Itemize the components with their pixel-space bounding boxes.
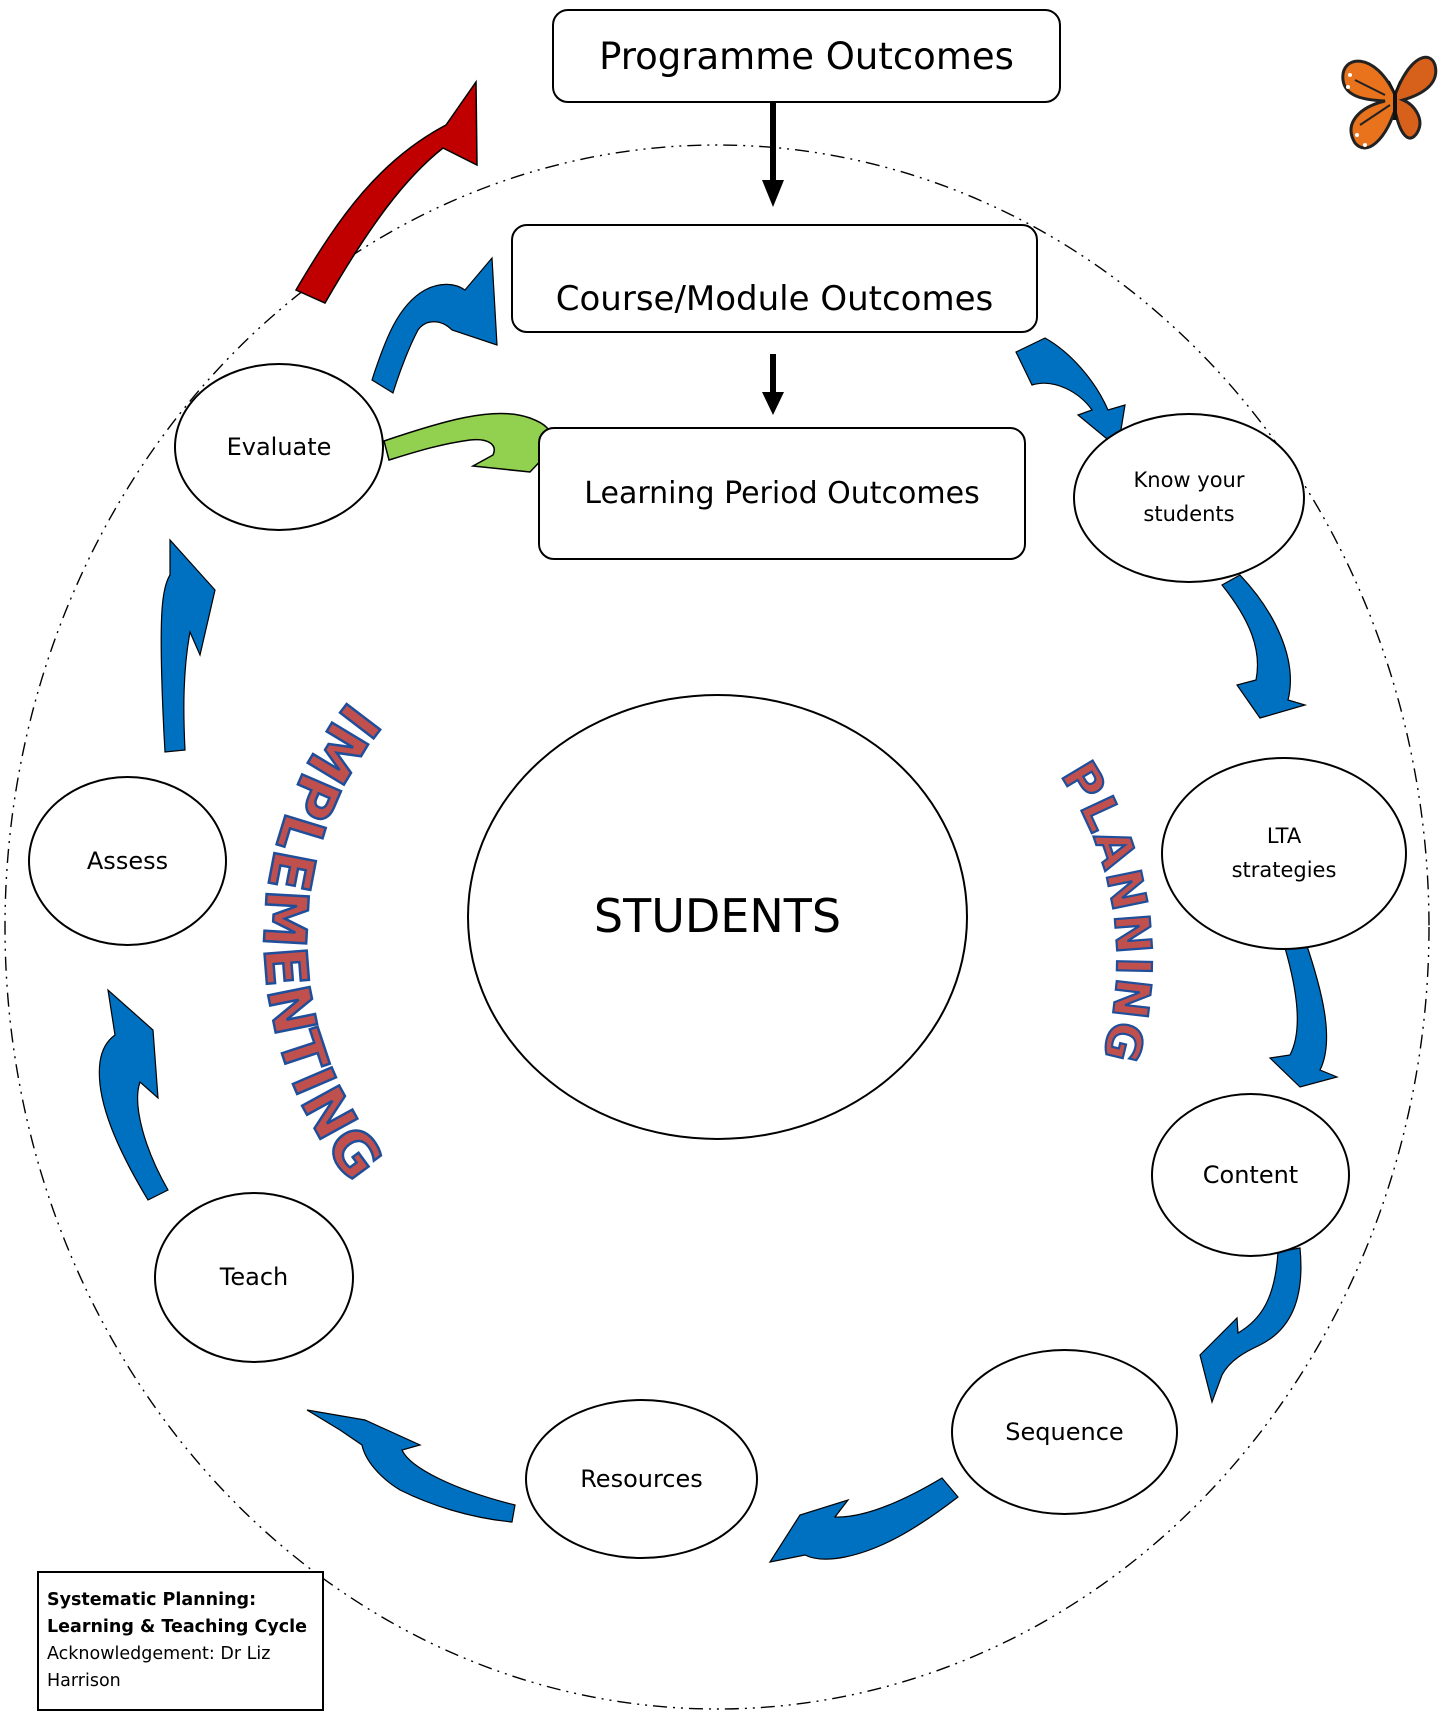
node-sequence: Sequence <box>951 1349 1178 1515</box>
down-arrow-2 <box>762 354 784 415</box>
node-evaluate-label: Evaluate <box>226 432 332 461</box>
students-center-circle: STUDENTS <box>467 694 968 1140</box>
arrow-assess-to-evaluate <box>160 538 216 753</box>
course-module-outcomes-label: Course/Module Outcomes <box>555 279 994 319</box>
node-assess: Assess <box>28 776 227 946</box>
red-arrow <box>294 79 478 304</box>
programme-outcomes-box: Programme Outcomes <box>552 9 1061 103</box>
arrow-course-to-know <box>1015 337 1126 450</box>
node-assess-label: Assess <box>86 846 169 875</box>
node-lta-line2: strategies <box>1231 857 1337 882</box>
caption-ack-line1: Acknowledgement: Dr Liz <box>47 1644 271 1665</box>
students-label: STUDENTS <box>593 889 842 944</box>
learning-period-outcomes-label: Learning Period Outcomes <box>584 476 980 511</box>
node-know-line2: students <box>1143 502 1235 526</box>
node-evaluate: Evaluate <box>174 363 384 531</box>
butterfly-icon <box>1341 55 1438 150</box>
node-know-line1: Know your <box>1133 468 1245 493</box>
programme-outcomes-label: Programme Outcomes <box>599 34 1014 78</box>
caption-title-line1: Systematic Planning: <box>47 1590 257 1610</box>
arrow-lta-to-content <box>1268 939 1339 1088</box>
learning-period-outcomes-box: Learning Period Outcomes <box>538 427 1026 560</box>
caption-box: Systematic Planning: Learning & Teaching… <box>37 1571 324 1711</box>
node-content-label: Content <box>1202 1160 1299 1189</box>
phase-label-planning: PLANNING <box>1050 752 1161 1069</box>
outer-cycle-circle <box>4 144 1430 1710</box>
course-module-outcomes-box: Course/Module Outcomes <box>511 224 1038 333</box>
node-resources: Resources <box>525 1399 758 1559</box>
node-know-your-students: Know your students <box>1073 413 1305 583</box>
node-content: Content <box>1151 1093 1350 1257</box>
down-arrow-1 <box>762 102 784 207</box>
node-sequence-label: Sequence <box>1005 1417 1124 1446</box>
caption-title-line2: Learning & Teaching Cycle <box>47 1617 308 1638</box>
node-teach-label: Teach <box>219 1263 289 1292</box>
arrow-resources-to-teach <box>306 1409 516 1523</box>
node-resources-label: Resources <box>580 1464 703 1493</box>
caption-ack-line2: Harrison <box>47 1671 121 1692</box>
phase-label-implementing: IMPLEMENTING <box>250 691 397 1193</box>
arrow-teach-to-assess <box>98 988 169 1201</box>
node-lta-strategies: LTA strategies <box>1161 757 1407 950</box>
arrow-content-to-sequence <box>1199 1247 1302 1405</box>
arrow-sequence-to-resources <box>768 1477 959 1563</box>
arrow-know-to-lta <box>1221 574 1308 719</box>
node-lta-line1: LTA <box>1266 823 1302 848</box>
node-teach: Teach <box>154 1192 354 1363</box>
arrow-evaluate-to-course <box>371 256 498 394</box>
